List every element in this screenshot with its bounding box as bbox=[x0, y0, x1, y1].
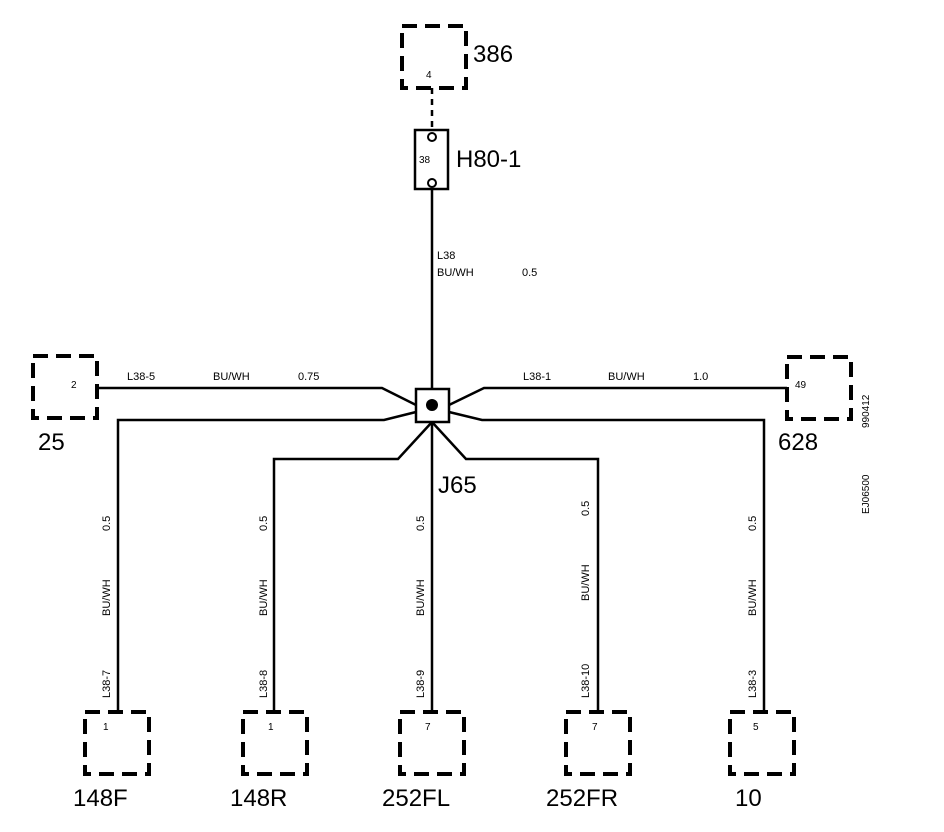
connector-148f-pin: 1 bbox=[103, 722, 109, 733]
wire-l38-5 bbox=[97, 386, 417, 407]
connector-25-box bbox=[31, 354, 99, 420]
wire-l38-7-color: BU/WH bbox=[101, 579, 113, 616]
wire-l38-1 bbox=[448, 386, 787, 407]
connector-628-pin: 49 bbox=[795, 380, 807, 391]
connector-386: 4 386 bbox=[400, 24, 513, 90]
connector-10-pin: 5 bbox=[753, 722, 759, 733]
wire-l38-8 bbox=[272, 421, 433, 712]
connector-148r-box bbox=[241, 710, 309, 776]
connector-148f: 1 148F bbox=[73, 710, 151, 812]
wire-l38-9-color: BU/WH bbox=[415, 579, 427, 616]
wire-l38-8-color: BU/WH bbox=[258, 579, 270, 616]
connector-148r-pin: 1 bbox=[268, 722, 274, 733]
wire-l38-10 bbox=[431, 421, 600, 712]
h80-1-label: H80-1 bbox=[456, 146, 521, 173]
h80-1-bottom-terminal bbox=[427, 178, 437, 188]
wire-l38-id: L38 bbox=[437, 250, 455, 262]
connector-628-label: 628 bbox=[778, 429, 818, 456]
wire-l38-3-size: 0.5 bbox=[747, 516, 759, 531]
connector-252fr-pin: 7 bbox=[592, 722, 598, 733]
connector-25: 2 25 bbox=[31, 354, 99, 456]
connector-386-box bbox=[400, 24, 468, 90]
wire-l38-7-size: 0.5 bbox=[101, 516, 113, 531]
wire-l38-5-size: 0.75 bbox=[298, 371, 319, 383]
wire-l38-10-size: 0.5 bbox=[580, 501, 592, 516]
wire-l38-5-id: L38-5 bbox=[127, 371, 155, 383]
wire-l38-7 bbox=[116, 410, 417, 712]
wire-l38-3-labels: 0.5 BU/WH L38-3 bbox=[747, 516, 759, 698]
connector-252fr-box bbox=[564, 710, 632, 776]
connector-148f-box bbox=[83, 710, 151, 776]
connector-252fl-box bbox=[398, 710, 466, 776]
connector-25-pin: 2 bbox=[71, 380, 77, 391]
connector-252fr-label: 252FR bbox=[546, 785, 618, 812]
wire-l38-5-color: BU/WH bbox=[213, 371, 250, 383]
wire-l38-1-id: L38-1 bbox=[523, 371, 551, 383]
connector-252fr: 7 252FR bbox=[546, 710, 632, 812]
wire-l38-7-labels: 0.5 BU/WH L38-7 bbox=[101, 516, 113, 698]
wire-l38-7-id: L38-7 bbox=[101, 670, 113, 698]
connector-10-label: 10 bbox=[735, 785, 762, 812]
wire-l38-9-labels: 0.5 BU/WH L38-9 bbox=[415, 516, 427, 698]
connector-148r-label: 148R bbox=[230, 785, 287, 812]
connector-148r: 1 148R bbox=[230, 710, 309, 812]
connector-25-label: 25 bbox=[38, 429, 65, 456]
component-h80-1: 38 H80-1 bbox=[413, 128, 521, 191]
connector-252fl: 7 252FL bbox=[382, 710, 466, 812]
side-code-1: 990412 bbox=[861, 394, 872, 428]
h80-1-pin: 38 bbox=[419, 155, 431, 166]
connector-10: 5 10 bbox=[728, 710, 796, 812]
h80-1-top-terminal bbox=[427, 132, 437, 142]
wire-l38-3 bbox=[448, 410, 766, 712]
wire-l38-10-id: L38-10 bbox=[580, 664, 592, 698]
connector-628: 49 628 bbox=[778, 355, 853, 456]
connector-252fl-pin: 7 bbox=[425, 722, 431, 733]
splice-j65-dot bbox=[426, 399, 438, 411]
connector-386-pin: 4 bbox=[426, 70, 432, 81]
wire-l38-size: 0.5 bbox=[522, 267, 537, 279]
connector-252fl-label: 252FL bbox=[382, 785, 450, 812]
wire-l38-8-labels: 0.5 BU/WH L38-8 bbox=[258, 516, 270, 698]
wire-l38-3-color: BU/WH bbox=[747, 579, 759, 616]
splice-j65: J65 bbox=[414, 387, 477, 499]
side-code-2: EJ06500 bbox=[861, 474, 872, 514]
wire-l38-9-size: 0.5 bbox=[415, 516, 427, 531]
connector-148f-label: 148F bbox=[73, 785, 128, 812]
wire-l38-9-id: L38-9 bbox=[415, 670, 427, 698]
wire-l38-10-color: BU/WH bbox=[580, 564, 592, 601]
wire-l38-3-id: L38-3 bbox=[747, 670, 759, 698]
wire-l38-8-id: L38-8 bbox=[258, 670, 270, 698]
wire-l38-1-color: BU/WH bbox=[608, 371, 645, 383]
splice-j65-label: J65 bbox=[438, 472, 477, 499]
wire-l38-10-labels: 0.5 BU/WH L38-10 bbox=[580, 501, 592, 698]
wire-l38-8-size: 0.5 bbox=[258, 516, 270, 531]
connector-386-label: 386 bbox=[473, 41, 513, 68]
wire-l38-color: BU/WH bbox=[437, 267, 474, 279]
connector-10-box bbox=[728, 710, 796, 776]
wire-l38-1-size: 1.0 bbox=[693, 371, 708, 383]
